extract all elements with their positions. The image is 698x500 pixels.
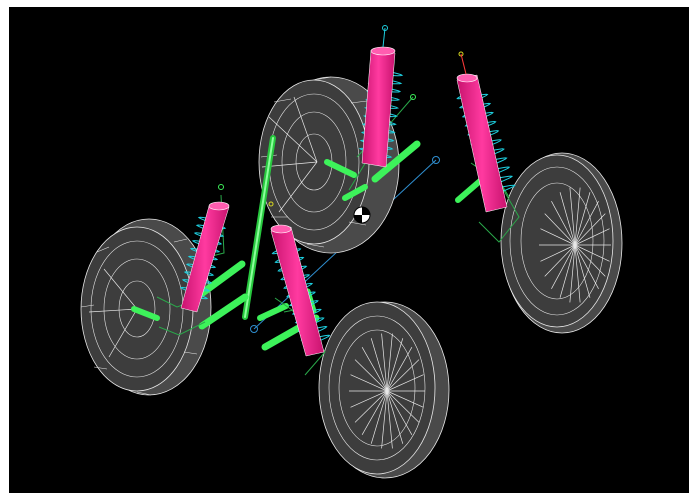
wheel-spoke <box>574 244 591 298</box>
wheel-spoke <box>381 333 388 392</box>
wheel-spoke <box>574 201 599 246</box>
wheel-spoke <box>361 346 388 392</box>
wheel-spoke <box>574 244 610 262</box>
wheel-spoke <box>569 187 576 246</box>
wheel-spoke <box>574 187 581 246</box>
suspension-arms[interactable] <box>131 135 490 351</box>
wheel-spoke <box>386 359 420 392</box>
wheel-spoke <box>544 213 576 246</box>
wheel-spoke <box>569 244 576 303</box>
wheel-spoke <box>386 390 413 436</box>
damper-front-left[interactable] <box>358 27 404 168</box>
damper-rear-left[interactable] <box>179 201 230 313</box>
wheel-spoke <box>386 390 420 423</box>
wheel-spoke <box>544 244 576 277</box>
wheel-spoke <box>540 228 576 246</box>
wheel-spoke <box>354 359 388 392</box>
wheel-spoke <box>386 390 404 444</box>
wheel-spoke <box>350 390 388 408</box>
damper-front-right[interactable] <box>270 224 331 357</box>
wheel-spoke <box>574 192 591 246</box>
damper-rear-right[interactable] <box>456 53 516 213</box>
wheel-rear-right[interactable] <box>500 152 623 334</box>
wheel-spoke <box>574 244 599 289</box>
wheel-spoke <box>350 374 388 392</box>
wheel-spoke <box>386 374 424 392</box>
wheel-spoke <box>574 244 581 303</box>
wheel-spoke <box>540 244 576 262</box>
wheel-spoke <box>551 201 576 246</box>
wheel-front-right[interactable] <box>318 301 450 479</box>
wheel-spoke <box>386 346 413 392</box>
wheel-spoke <box>386 333 393 392</box>
center-of-mass-icon[interactable] <box>353 206 371 224</box>
wheel-spoke <box>551 244 576 289</box>
wheel-spoke <box>574 213 606 246</box>
wheel-spoke <box>559 244 576 298</box>
suspension-model[interactable] <box>9 7 689 493</box>
wheel-spoke <box>370 338 388 392</box>
wheel-spoke <box>354 390 388 423</box>
wheel-spoke <box>370 390 388 444</box>
wheel-spoke <box>574 244 606 277</box>
wheel-spoke <box>381 390 388 449</box>
wheel-spoke <box>386 390 393 449</box>
wheel-spoke <box>386 390 424 408</box>
wheel-spoke <box>361 390 388 436</box>
3d-viewport[interactable] <box>9 7 689 493</box>
wheel-spoke <box>559 192 576 246</box>
wheel-spoke <box>386 338 404 392</box>
wheel-spoke <box>574 228 610 246</box>
